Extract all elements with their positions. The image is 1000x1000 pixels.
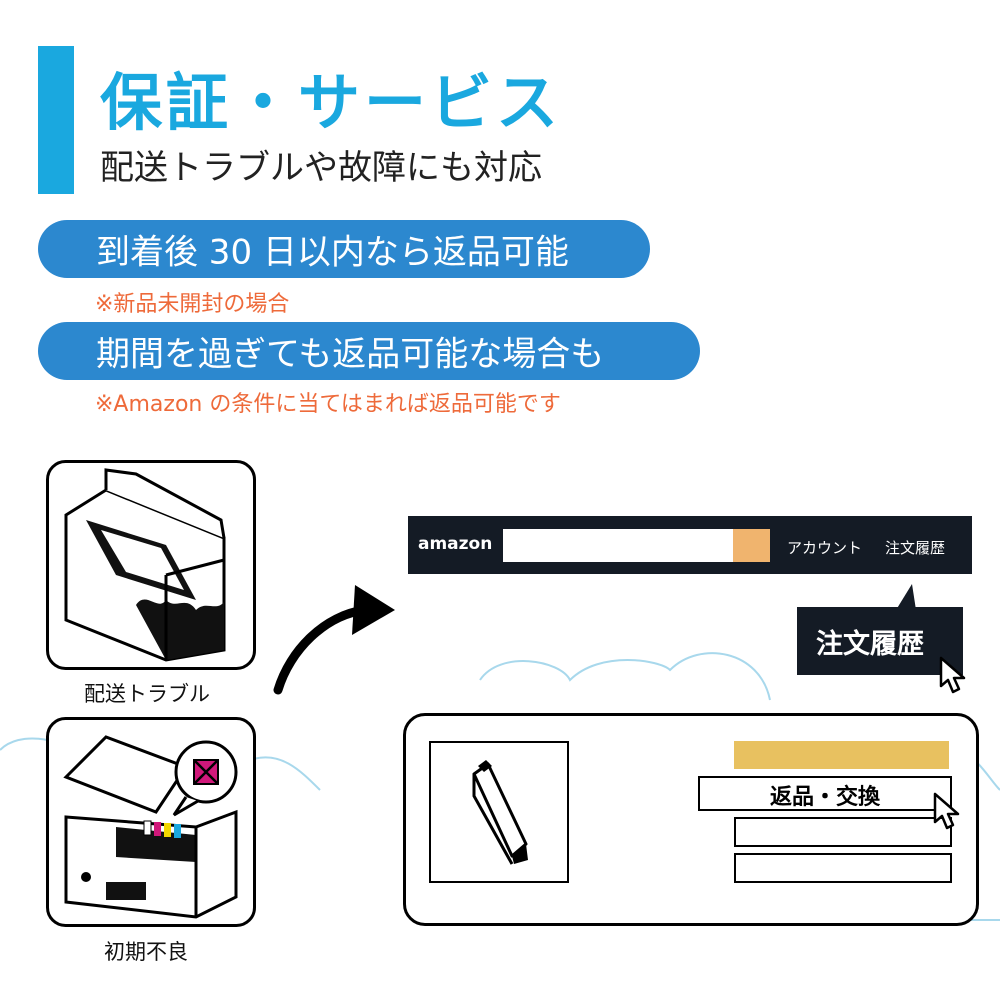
extended-return-label: 期間を過ぎても返品可能な場合も <box>96 334 605 375</box>
order-action-button <box>734 853 952 883</box>
amazon-search-button <box>733 529 770 562</box>
box-icon <box>46 460 256 670</box>
extended-return-pill: 期間を過ぎても返品可能な場合も <box>38 322 700 380</box>
order-info-bar <box>734 741 949 769</box>
cursor-icon <box>939 656 966 694</box>
return-exchange-label: 返品・交換 <box>769 785 880 810</box>
return-policy-label: 到着後 30 日以内なら返品可能 <box>96 232 569 273</box>
ink-cartridge-icon <box>472 760 528 865</box>
shipping-trouble-caption: 配送トラブル <box>84 682 210 706</box>
cursor-icon <box>933 792 960 830</box>
order-action-button <box>734 817 952 847</box>
orders-callout <box>797 607 963 675</box>
callout-pointer <box>896 584 916 610</box>
orders-callout-label: 注文履歴 <box>816 629 924 660</box>
page-subtitle: 配送トラブルや故障にも対応 <box>100 148 542 188</box>
return-exchange-button: 返品・交換 <box>698 776 952 811</box>
amazon-account-link: アカウント <box>787 539 863 557</box>
amazon-search-input <box>503 529 735 562</box>
amazon-logo: amazon <box>418 534 493 554</box>
initial-defect-caption: 初期不良 <box>104 940 188 964</box>
curved-arrow-icon <box>273 585 395 695</box>
extended-return-note: ※Amazon の条件に当てはまれば返品可能です <box>95 392 561 417</box>
title-accent-bar <box>38 46 74 194</box>
amazon-orders-link: 注文履歴 <box>885 539 946 557</box>
return-policy-note: ※新品未開封の場合 <box>95 292 290 317</box>
printer-icon <box>46 717 256 927</box>
return-policy-pill: 到着後 30 日以内なら返品可能 <box>38 220 650 278</box>
page-title: 保証・サービス <box>100 66 563 139</box>
